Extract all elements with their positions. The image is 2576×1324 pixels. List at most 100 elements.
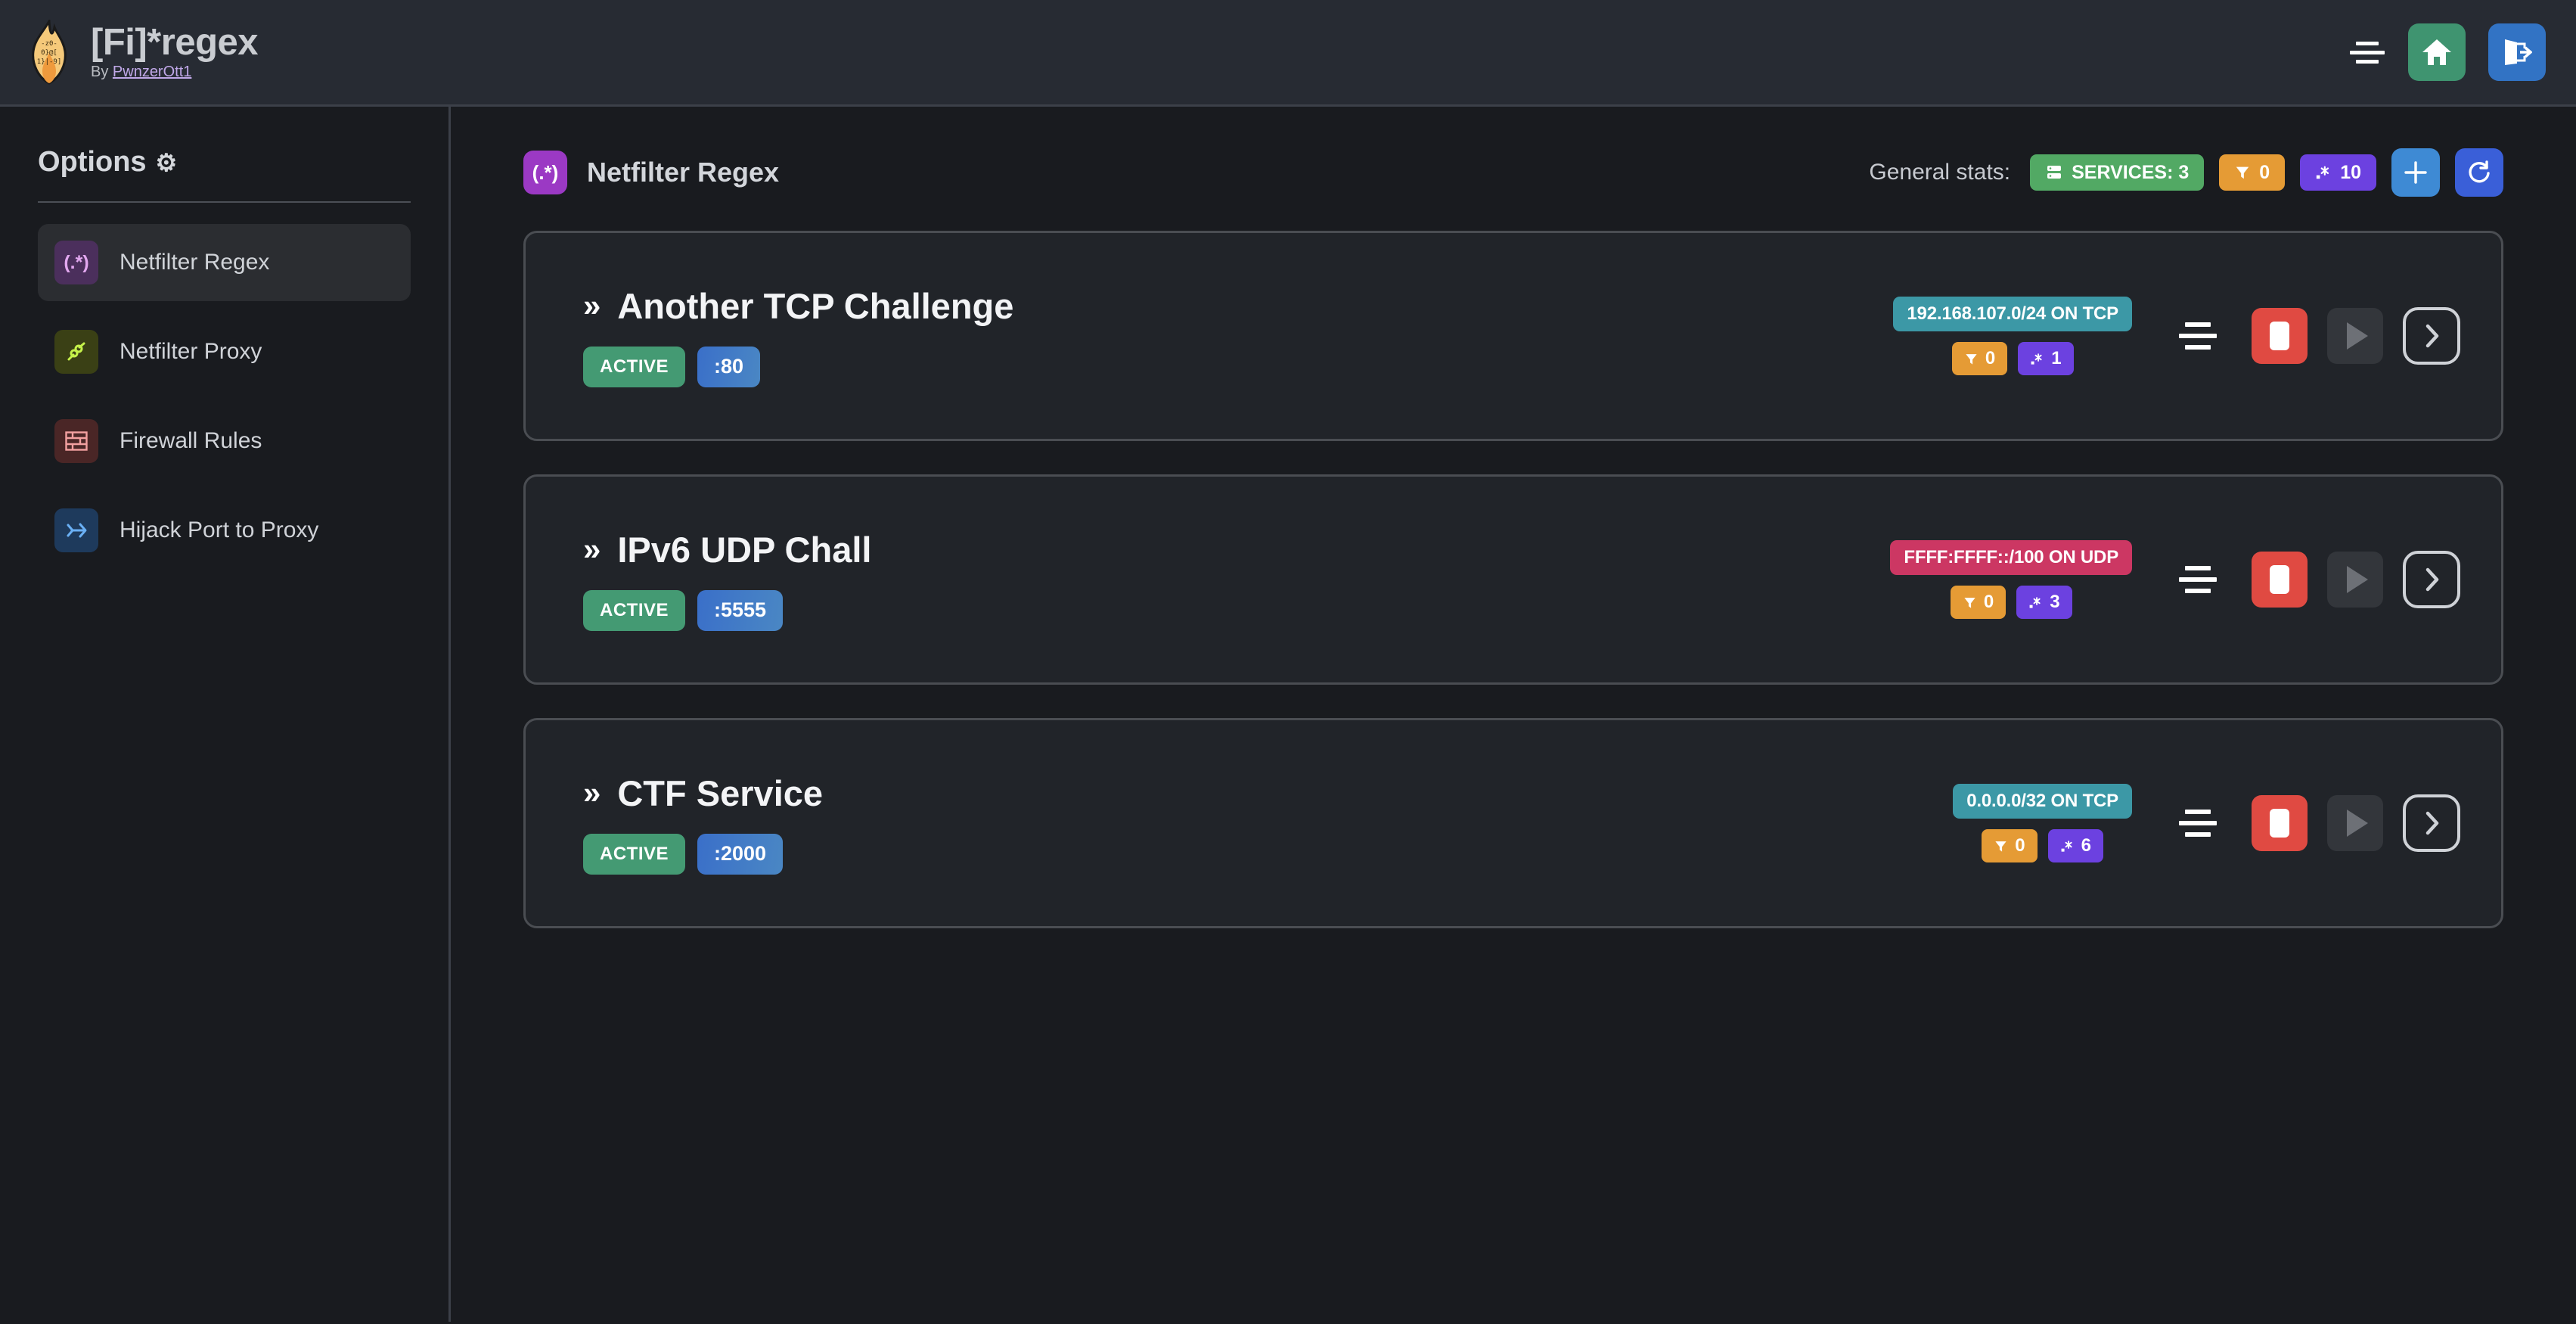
author-link[interactable]: PwnzerOtt1 <box>112 64 192 81</box>
port-badge: :80 <box>697 346 761 387</box>
regexes-count-badge: 3 <box>2016 586 2072 619</box>
filter-icon <box>1995 841 2006 852</box>
service-card-controls: FFFF:FFFF::/100 ON UDP 0 3 <box>1890 540 2460 619</box>
service-badges: ACTIVE :2000 <box>583 833 823 875</box>
app-brand: -z0- 0}@[ 1}|-9] [Fi]*regex By PwnzerOtt… <box>26 20 259 85</box>
play-icon <box>2347 810 2368 837</box>
logout-icon <box>2505 39 2532 65</box>
flame-regex-logo: -z0- 0}@[ 1}|-9] <box>32 20 67 85</box>
svg-text:-z0-: -z0- <box>41 40 57 48</box>
sidebar-item-netfilter-proxy[interactable]: Netfilter Proxy <box>38 313 411 390</box>
service-network-info: 0.0.0.0/32 ON TCP 0 6 <box>1953 784 2132 862</box>
service-card[interactable]: » IPv6 UDP Chall ACTIVE :5555 FFFF:FFFF:… <box>523 474 2503 685</box>
service-counters: 0 6 <box>1982 829 2103 862</box>
service-card-info: » IPv6 UDP Chall ACTIVE :5555 <box>583 529 871 631</box>
refresh-button[interactable] <box>2455 148 2503 197</box>
app-brand-text: [Fi]*regex By PwnzerOtt1 <box>91 23 259 81</box>
sidebar-heading-label: Options <box>38 146 147 178</box>
service-badges: ACTIVE :80 <box>583 346 1013 387</box>
network-badge: 0.0.0.0/32 ON TCP <box>1953 784 2132 819</box>
gear-icon: ⚙ <box>155 148 178 176</box>
regex-dot-star-icon <box>2031 353 2042 365</box>
page-title: Netfilter Regex <box>587 157 780 188</box>
fork-arrow-icon <box>54 508 98 552</box>
port-badge: :5555 <box>697 589 784 631</box>
chevron-right-icon <box>2425 324 2439 348</box>
drag-handle-icon[interactable] <box>2173 313 2223 359</box>
filters-count-badge: 0 <box>1982 829 2038 862</box>
play-button[interactable] <box>2327 308 2383 364</box>
page-layout: Options ⚙ (.*) Netfilter Regex Netfilter… <box>0 107 2576 1322</box>
stop-button[interactable] <box>2252 308 2308 364</box>
double-chevron-icon: » <box>583 287 601 323</box>
refresh-icon <box>2469 160 2490 183</box>
status-badge: ACTIVE <box>583 346 686 387</box>
service-title: » IPv6 UDP Chall <box>583 529 871 570</box>
general-stats-label: General stats: <box>1869 160 2011 185</box>
expand-service-button[interactable] <box>2403 551 2460 608</box>
main-content: (.*) Netfilter Regex General stats: SERV… <box>451 107 2576 1322</box>
regex-icon: (.*) <box>523 151 567 194</box>
filters-count-badge: 0 <box>1951 342 2008 375</box>
play-button[interactable] <box>2327 552 2383 608</box>
regexes-count-value: 6 <box>2081 835 2091 856</box>
chevron-right-icon <box>2425 567 2439 592</box>
svg-text:1}|-9]: 1}|-9] <box>37 58 62 66</box>
filters-count-value: 0 <box>1985 348 1996 368</box>
stat-services-count: SERVICES: 3 <box>2030 154 2205 191</box>
filters-count-value: 0 <box>1983 592 1994 612</box>
sidebar-item-firewall-rules[interactable]: Firewall Rules <box>38 402 411 480</box>
double-chevron-icon: » <box>583 531 601 567</box>
filter-icon <box>1966 353 1977 365</box>
filter-icon <box>2236 166 2249 179</box>
sidebar-item-label: Hijack Port to Proxy <box>119 517 319 542</box>
chevron-right-icon <box>2425 811 2439 835</box>
sidebar-item-label: Netfilter Regex <box>119 250 270 275</box>
service-badges: ACTIVE :5555 <box>583 589 871 631</box>
service-network-info: FFFF:FFFF::/100 ON UDP 0 3 <box>1890 540 2132 619</box>
stat-filters-count: 0 <box>2219 154 2286 191</box>
sidebar-item-netfilter-regex[interactable]: (.*) Netfilter Regex <box>38 224 411 301</box>
stat-regexes-text: 10 <box>2340 161 2361 183</box>
logout-button[interactable] <box>2488 23 2546 81</box>
brick-wall-icon <box>54 419 98 463</box>
regex-dot-star-icon <box>2029 596 2041 608</box>
sidebar-item-label: Netfilter Proxy <box>119 339 262 364</box>
header-actions <box>2349 23 2546 81</box>
stop-button[interactable] <box>2252 795 2308 851</box>
service-card[interactable]: » Another TCP Challenge ACTIVE :80 192.1… <box>523 231 2503 441</box>
drag-handle-icon[interactable] <box>2173 800 2223 846</box>
regexes-count-badge: 1 <box>2018 342 2074 375</box>
add-service-button[interactable] <box>2391 148 2440 197</box>
play-icon <box>2347 566 2368 593</box>
play-icon <box>2347 322 2368 350</box>
sidebar-item-hijack-port-to-proxy[interactable]: Hijack Port to Proxy <box>38 492 411 569</box>
service-card-controls: 192.168.107.0/24 ON TCP 0 1 <box>1893 297 2460 375</box>
drag-handle-icon[interactable] <box>2173 557 2223 602</box>
service-counters: 0 1 <box>1951 342 2074 375</box>
hamburger-menu-icon[interactable] <box>2349 37 2385 67</box>
stop-button[interactable] <box>2252 552 2308 608</box>
server-icon <box>2047 166 2062 179</box>
stop-icon <box>2270 322 2289 350</box>
expand-service-button[interactable] <box>2403 794 2460 852</box>
service-card-info: » Another TCP Challenge ACTIVE :80 <box>583 285 1013 387</box>
plug-icon <box>54 330 98 374</box>
stat-services-text: SERVICES: 3 <box>2072 161 2190 183</box>
double-chevron-icon: » <box>583 775 601 810</box>
play-button[interactable] <box>2327 795 2383 851</box>
regex-dot-star-icon <box>2061 840 2072 852</box>
home-icon <box>2422 39 2451 65</box>
filters-count-badge: 0 <box>1950 586 2006 619</box>
service-card-info: » CTF Service ACTIVE :2000 <box>583 772 823 875</box>
stop-icon <box>2270 565 2289 594</box>
service-card[interactable]: » CTF Service ACTIVE :2000 0.0.0.0/32 ON… <box>523 718 2503 928</box>
sidebar-heading: Options ⚙ <box>38 146 411 179</box>
status-badge: ACTIVE <box>583 589 686 631</box>
service-network-info: 192.168.107.0/24 ON TCP 0 1 <box>1893 297 2132 375</box>
general-stats: General stats: SERVICES: 3 0 <box>1869 148 2503 197</box>
regex-icon: (.*) <box>54 241 98 284</box>
expand-service-button[interactable] <box>2403 307 2460 365</box>
home-button[interactable] <box>2408 23 2466 81</box>
stat-filters-text: 0 <box>2259 161 2270 183</box>
